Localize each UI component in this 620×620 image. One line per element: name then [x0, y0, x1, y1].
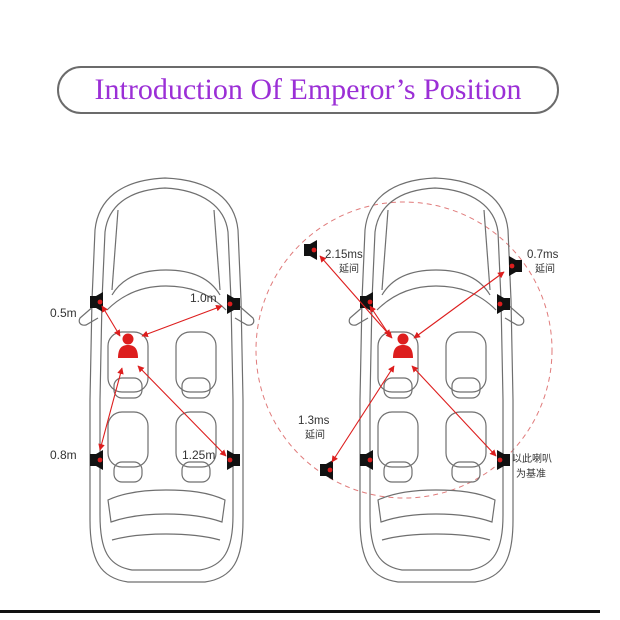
- label-front-right-distance: 1.0m: [190, 291, 217, 305]
- speaker-icon: [227, 450, 240, 470]
- left-car-distance-arrows: [98, 304, 227, 457]
- label-reference-line2: 为基准: [516, 467, 546, 480]
- right-car-windshield: [381, 269, 491, 296]
- label-bottom-left-delay: 1.3ms: [298, 415, 330, 427]
- person-icon: [393, 333, 413, 358]
- left-car: [78, 177, 255, 583]
- left-car-windshield: [111, 269, 221, 296]
- bottom-divider: [0, 610, 600, 613]
- reference-circle: [255, 201, 553, 499]
- arrow-virtual-bottom-left: [331, 365, 395, 463]
- label-top-left-note: 延间: [339, 262, 359, 275]
- speaker-icon: [90, 292, 103, 312]
- arrow-front-left: [101, 305, 121, 337]
- right-car-body: [359, 177, 514, 583]
- speaker-icon: [90, 450, 103, 470]
- right-car: [348, 177, 525, 583]
- label-front-left-distance: 0.5m: [50, 306, 77, 320]
- speaker-icon: [320, 460, 333, 480]
- label-rear-right-distance: 1.25m: [182, 448, 215, 462]
- label-top-right-note: 延间: [535, 262, 555, 275]
- arrow-reference: [411, 365, 497, 457]
- right-car-rear-window: [377, 489, 496, 523]
- label-rear-left-distance: 0.8m: [50, 448, 77, 462]
- label-bottom-left-note: 延间: [305, 428, 325, 441]
- arrow-front-left-short: [369, 305, 391, 337]
- speaker-icon: [497, 294, 510, 314]
- left-car-mirror-right: [234, 304, 255, 326]
- left-car-seat-front-left: [107, 331, 149, 393]
- speaker-icon: [304, 240, 317, 260]
- right-car-delay-arrows: [319, 255, 505, 463]
- page-title: Introduction Of Emperor’s Position: [94, 73, 522, 106]
- speaker-icon: [509, 256, 522, 276]
- label-top-left-delay: 2.15ms: [325, 249, 363, 261]
- left-car-body: [89, 177, 244, 583]
- arrow-rear-left: [98, 367, 124, 451]
- person-icon: [118, 333, 138, 358]
- left-car-mirror-left: [78, 304, 99, 326]
- speaker-icon: [360, 450, 373, 470]
- arrow-virtual-top-right: [413, 271, 505, 339]
- label-top-right-delay: 0.7ms: [527, 249, 559, 261]
- arrow-rear-right: [137, 365, 227, 457]
- arrow-front-right: [141, 304, 223, 338]
- right-car-seat-front-left: [377, 331, 419, 393]
- speaker-icon: [497, 450, 510, 470]
- label-reference-line1: 以此喇叭: [512, 452, 552, 465]
- left-car-speakers: [90, 292, 240, 470]
- title-banner: Introduction Of Emperor’s Position: [57, 66, 559, 114]
- left-car-rear-window: [107, 489, 226, 523]
- left-car-seat-rear-left: [107, 411, 149, 468]
- right-car-mirror-right: [504, 304, 525, 326]
- speaker-icon: [227, 294, 240, 314]
- right-car-seat-rear-left: [377, 411, 419, 468]
